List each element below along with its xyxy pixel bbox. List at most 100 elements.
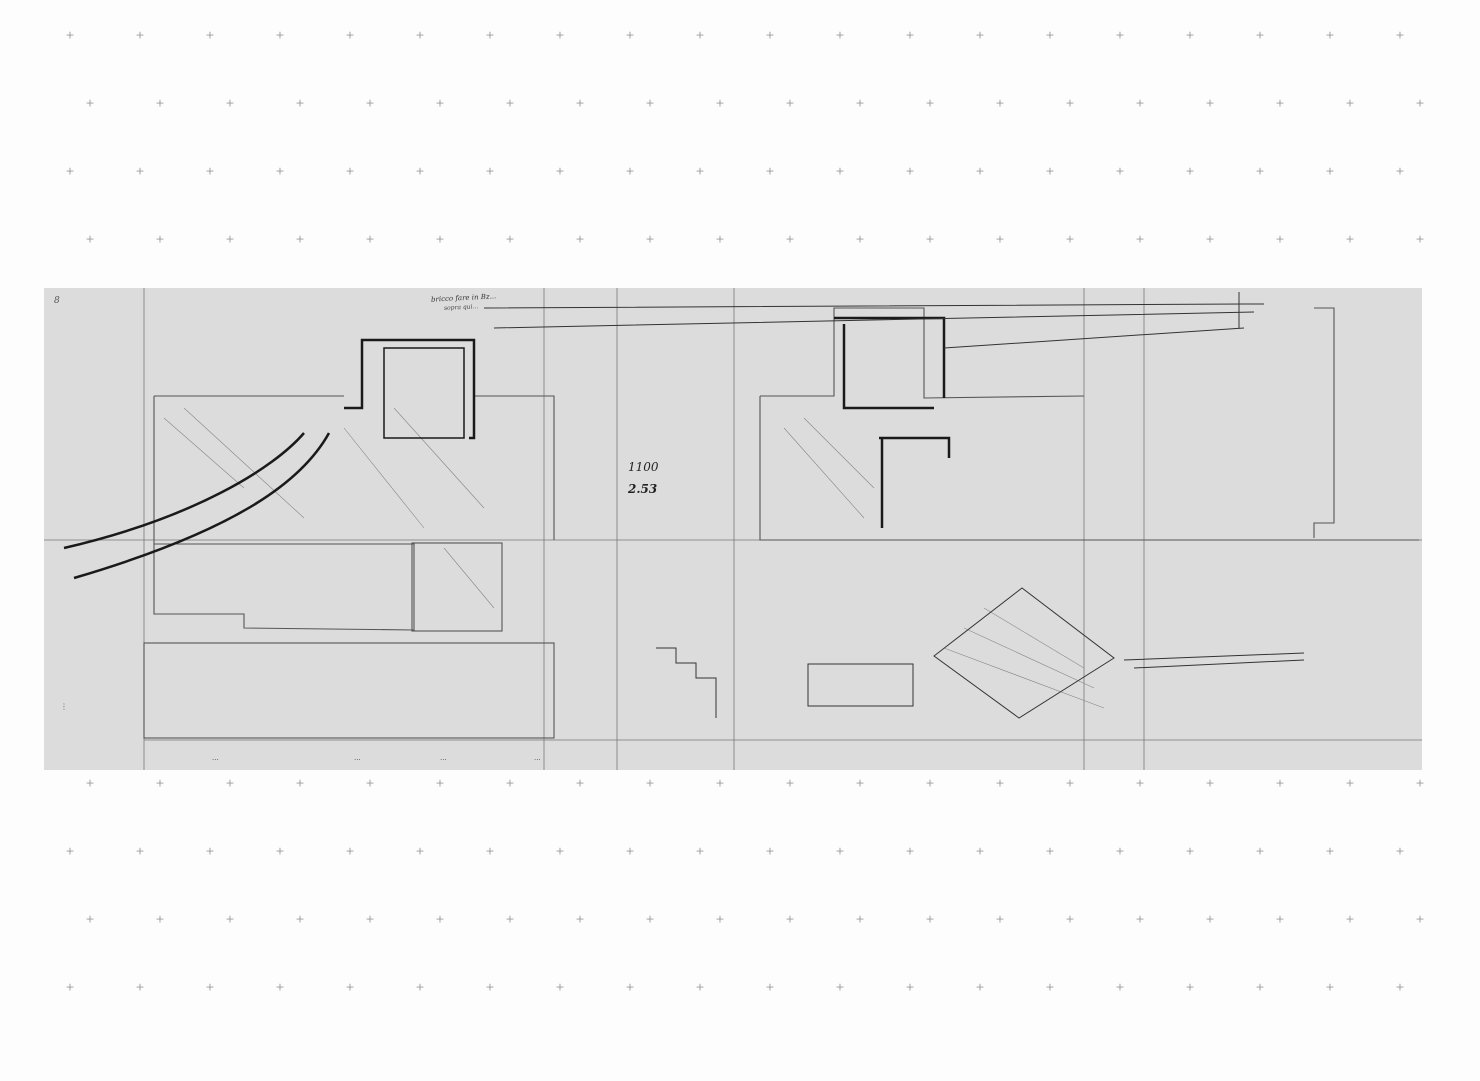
grid-mark: + [135, 28, 145, 42]
grid-mark: + [1325, 980, 1335, 994]
grid-mark: + [505, 232, 515, 246]
grid-mark: + [1135, 232, 1145, 246]
grid-mark: + [1115, 844, 1125, 858]
grid-mark: + [765, 28, 775, 42]
grid-mark: + [225, 776, 235, 790]
grid-mark: + [225, 912, 235, 926]
grid-mark: + [835, 980, 845, 994]
grid-mark: + [65, 164, 75, 178]
grid-mark: + [785, 232, 795, 246]
grid-mark: + [155, 912, 165, 926]
grid-mark: + [1275, 912, 1285, 926]
grid-mark: + [715, 232, 725, 246]
dimension-label: 1100 [628, 460, 659, 474]
grid-mark: + [855, 776, 865, 790]
grid-mark: + [925, 96, 935, 110]
grid-mark: + [205, 164, 215, 178]
grid-mark: + [155, 232, 165, 246]
grid-mark: + [555, 164, 565, 178]
grid-mark: + [1325, 844, 1335, 858]
grid-mark: + [365, 96, 375, 110]
bottom-label: ... [354, 754, 361, 762]
grid-mark: + [995, 912, 1005, 926]
tracing-paper-sheet: bricco fare in Bz... sopra qui... 1100 2… [44, 288, 1422, 770]
grid-mark: + [485, 980, 495, 994]
grid-mark: + [1275, 96, 1285, 110]
grid-mark: + [575, 96, 585, 110]
grid-mark: + [1065, 776, 1075, 790]
grid-mark: + [555, 980, 565, 994]
grid-mark: + [1135, 96, 1145, 110]
grid-mark: + [925, 232, 935, 246]
grid-mark: + [1205, 96, 1215, 110]
grid-mark: + [1185, 844, 1195, 858]
grid-mark: + [1345, 912, 1355, 926]
grid-mark: + [65, 980, 75, 994]
grid-mark: + [295, 912, 305, 926]
grid-mark: + [855, 912, 865, 926]
grid-mark: + [225, 96, 235, 110]
grid-mark: + [1345, 232, 1355, 246]
grid-mark: + [695, 164, 705, 178]
grid-mark: + [995, 232, 1005, 246]
grid-mark: + [1415, 912, 1425, 926]
grid-mark: + [1395, 844, 1405, 858]
grid-mark: + [415, 28, 425, 42]
grid-mark: + [1395, 28, 1405, 42]
grid-mark: + [435, 776, 445, 790]
sheet-mark: 8 [54, 296, 60, 306]
grid-mark: + [1255, 844, 1265, 858]
grid-mark: + [765, 844, 775, 858]
grid-mark: + [1065, 912, 1075, 926]
grid-mark: + [765, 164, 775, 178]
grid-mark: + [155, 776, 165, 790]
grid-mark: + [485, 844, 495, 858]
grid-mark: + [1045, 844, 1055, 858]
grid-mark: + [135, 980, 145, 994]
grid-mark: + [785, 912, 795, 926]
grid-mark: + [1135, 776, 1145, 790]
grid-mark: + [625, 28, 635, 42]
grid-mark: + [505, 96, 515, 110]
grid-mark: + [1185, 164, 1195, 178]
grid-mark: + [625, 980, 635, 994]
grid-mark: + [1045, 980, 1055, 994]
grid-mark: + [715, 96, 725, 110]
grid-mark: + [995, 96, 1005, 110]
grid-mark: + [295, 776, 305, 790]
grid-mark: + [1205, 776, 1215, 790]
grid-mark: + [1045, 28, 1055, 42]
grid-mark: + [925, 776, 935, 790]
grid-mark: + [835, 28, 845, 42]
grid-mark: + [365, 776, 375, 790]
grid-mark: + [645, 232, 655, 246]
grid-mark: + [695, 844, 705, 858]
dimension-label-2: 2.53 [628, 482, 658, 496]
grid-mark: + [645, 912, 655, 926]
grid-mark: + [415, 980, 425, 994]
grid-mark: + [505, 776, 515, 790]
grid-mark: + [435, 96, 445, 110]
grid-mark: + [275, 164, 285, 178]
grid-mark: + [975, 844, 985, 858]
grid-mark: + [1275, 232, 1285, 246]
grid-mark: + [85, 232, 95, 246]
grid-mark: + [1205, 232, 1215, 246]
grid-mark: + [1395, 164, 1405, 178]
grid-mark: + [995, 776, 1005, 790]
grid-mark: + [785, 96, 795, 110]
grid-mark: + [275, 844, 285, 858]
grid-mark: + [85, 776, 95, 790]
grid-mark: + [1415, 96, 1425, 110]
grid-mark: + [905, 844, 915, 858]
grid-mark: + [155, 96, 165, 110]
grid-mark: + [295, 96, 305, 110]
grid-mark: + [765, 980, 775, 994]
grid-mark: + [295, 232, 305, 246]
grid-mark: + [345, 28, 355, 42]
grid-mark: + [695, 28, 705, 42]
grid-mark: + [785, 776, 795, 790]
side-label: ... [57, 702, 67, 711]
bottom-label: ... [212, 754, 219, 762]
section-drawing [44, 288, 1422, 770]
